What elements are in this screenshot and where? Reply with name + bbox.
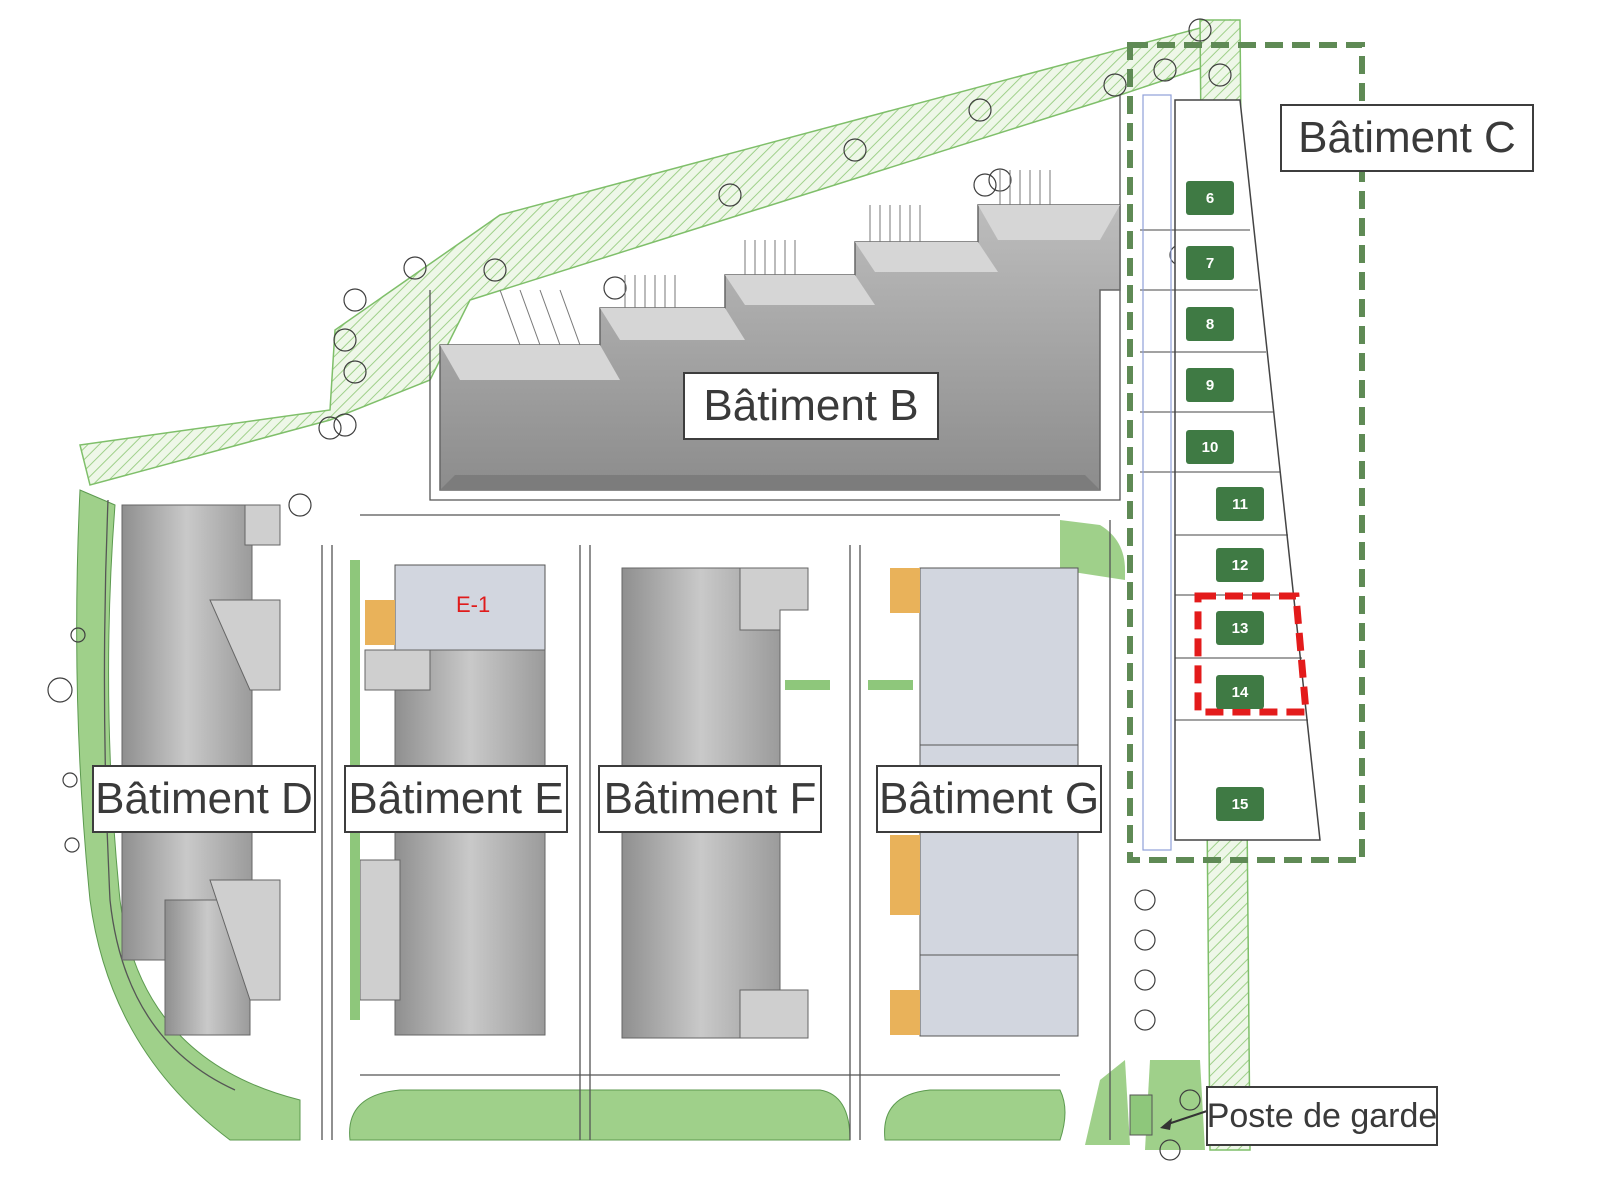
batiment-c-footprint xyxy=(1140,94,1321,851)
west-green-belt xyxy=(76,489,1205,1150)
batiment-e-roof xyxy=(359,564,546,1036)
label-poste-de-garde-text: Poste de garde xyxy=(1206,1096,1438,1135)
label-batiment-c-text: Bâtiment C xyxy=(1298,113,1516,162)
unit-6: 6 xyxy=(1186,181,1234,215)
label-batiment-d: Bâtiment D xyxy=(92,765,316,833)
label-batiment-e: Bâtiment E xyxy=(344,765,568,833)
label-poste-de-garde: Poste de garde xyxy=(1206,1086,1438,1146)
highlight-units-13-14 xyxy=(1194,592,1310,716)
label-batiment-f: Bâtiment F xyxy=(598,765,822,833)
label-batiment-c: Bâtiment C xyxy=(1280,104,1534,172)
trees xyxy=(47,18,1232,1161)
label-batiment-d-text: Bâtiment D xyxy=(95,774,313,823)
label-batiment-b: Bâtiment B xyxy=(683,372,939,440)
batiment-d-roof xyxy=(121,504,281,1036)
unit-14: 14 xyxy=(1216,675,1264,709)
parking-north xyxy=(499,170,1051,346)
batiment-c-zone xyxy=(1127,42,1365,863)
unit-15: 15 xyxy=(1216,787,1264,821)
label-batiment-g-text: Bâtiment G xyxy=(878,774,1100,823)
unit-10: 10 xyxy=(1186,430,1234,464)
label-batiment-e-text: Bâtiment E xyxy=(348,774,564,823)
unit-11: 11 xyxy=(1216,487,1264,521)
label-batiment-f-text: Bâtiment F xyxy=(603,774,817,823)
unit-8: 8 xyxy=(1186,307,1234,341)
unit-13: 13 xyxy=(1216,611,1264,645)
road-outlines xyxy=(103,95,1121,1140)
unit-12: 12 xyxy=(1216,548,1264,582)
unit-7: 7 xyxy=(1186,246,1234,280)
guard-house xyxy=(1129,1094,1211,1136)
label-batiment-g: Bâtiment G xyxy=(876,765,1102,833)
label-batiment-b-text: Bâtiment B xyxy=(703,381,919,430)
batiment-b-roof xyxy=(439,204,1121,491)
lot-e1-label: E-1 xyxy=(456,592,491,617)
unit-9: 9 xyxy=(1186,368,1234,402)
